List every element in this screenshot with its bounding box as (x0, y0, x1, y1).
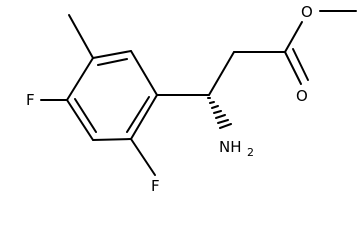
ring-bond-c4-c5 (92, 138, 132, 141)
methyl-bond (68, 14, 94, 59)
carbonyl-double-bond-b (292, 48, 309, 81)
ring-bond-c6-c1 (66, 57, 94, 101)
ring-double-bond-c3-c4 (126, 96, 150, 133)
ring-bond-c5-c6 (66, 99, 94, 141)
ring-bond-c2-c3 (130, 50, 158, 96)
chiral-to-ch2-bond (208, 51, 235, 96)
molecule-structure: F F NH 2 O O (26, 3, 357, 195)
hashed-wedge-bond (207, 97, 232, 129)
fluorine-left-label: F (26, 91, 35, 109)
ring-bond-c1-c2 (92, 50, 132, 59)
ester-oxygen-label: O (301, 3, 313, 21)
amine-subscript: 2 (247, 146, 254, 159)
fluoro-bond-bottom (130, 138, 156, 176)
carbonyl-to-ester-oxygen-bond (284, 21, 303, 53)
benzene-ring (66, 50, 158, 141)
ring-double-bond-c5-c6 (74, 98, 97, 133)
ring-bond-c3-c4 (130, 94, 158, 140)
amine-label: NH (219, 138, 242, 156)
carbonyl-double-bond-a (284, 51, 302, 85)
fluorine-bottom-label: F (151, 177, 160, 195)
ring-double-bond-c1-c2 (97, 58, 128, 66)
carbonyl-oxygen-label: O (296, 87, 308, 105)
